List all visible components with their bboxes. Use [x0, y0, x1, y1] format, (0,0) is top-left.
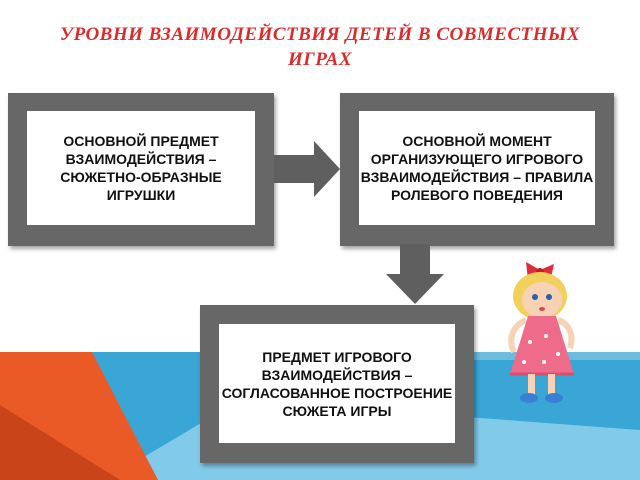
- level-box-2-text: ОСНОВНОЙ МОМЕНТ ОРГАНИЗУЮЩЕГО ИГРОВОГО В…: [360, 133, 594, 203]
- level-box-2-frame: ОСНОВНОЙ МОМЕНТ ОРГАНИЗУЮЩЕГО ИГРОВОГО В…: [340, 93, 614, 246]
- slide-title: УРОВНИ ВЗАИМОДЕЙСТВИЯ ДЕТЕЙ В СОВМЕСТНЫХ…: [59, 24, 581, 70]
- level-box-1-text: ОСНОВНОЙ ПРЕДМЕТ ВЗАИМОДЕЙСТВИЯ – СЮЖЕТН…: [60, 133, 222, 203]
- arrow-right-icon: [274, 141, 340, 197]
- level-box-1-frame: ОСНОВНОЙ ПРЕДМЕТ ВЗАИМОДЕЙСТВИЯ – СЮЖЕТН…: [8, 93, 274, 246]
- level-box-3-text: ПРЕДМЕТ ИГРОВОГО ВЗАИМОДЕЙСТВИЯ – СОГЛАС…: [221, 348, 453, 419]
- level-box-3-frame: ПРЕДМЕТ ИГРОВОГО ВЗАИМОДЕЙСТВИЯ – СОГЛАС…: [200, 305, 474, 463]
- level-box-2: ОСНОВНОЙ МОМЕНТ ОРГАНИЗУЮЩЕГО ИГРОВОГО В…: [359, 111, 595, 225]
- level-box-3: ПРЕДМЕТ ИГРОВОГО ВЗАИМОДЕЙСТВИЯ – СОГЛАС…: [219, 324, 455, 443]
- dark-orange-wedge: [0, 405, 120, 480]
- arrow-down-icon: [386, 244, 444, 304]
- level-box-1: ОСНОВНОЙ ПРЕДМЕТ ВЗАИМОДЕЙСТВИЯ – СЮЖЕТН…: [27, 111, 255, 225]
- girl-illustration: [508, 262, 575, 403]
